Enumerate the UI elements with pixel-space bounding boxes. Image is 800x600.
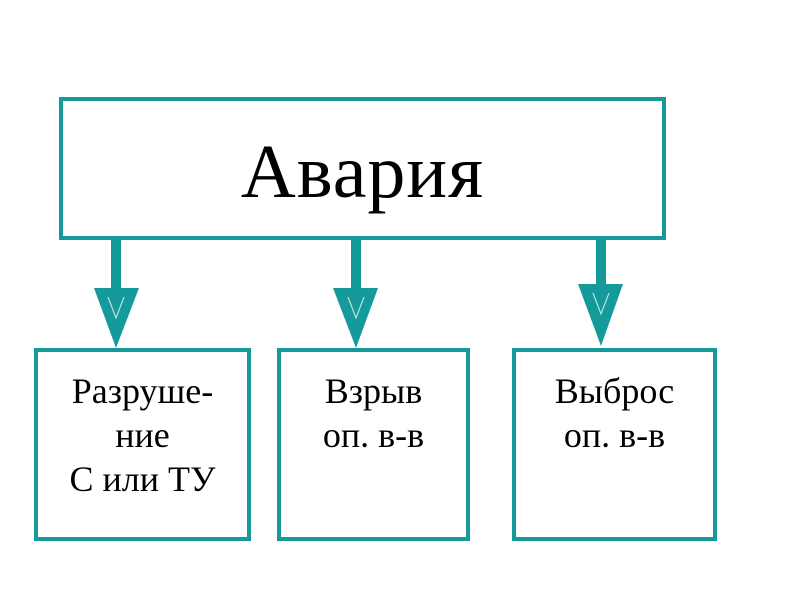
arrow-to-child-1 (94, 240, 139, 348)
arrow-shaft (351, 240, 361, 292)
child-node-line: ние (115, 414, 170, 455)
root-node-accident: Авария (59, 97, 666, 240)
arrow-to-child-3 (578, 236, 623, 346)
child-node-line: Взрыв (324, 371, 423, 411)
arrow-shaft (596, 236, 606, 288)
child-node-line: оп. в-в (563, 414, 666, 455)
child-node-line: Разруше- (71, 371, 214, 411)
child-node-line: Выброс (554, 371, 675, 411)
child-node-line: оп. в-в (322, 414, 425, 455)
arrow-shaft (111, 240, 121, 292)
child-node-explosion: Взрыв оп. в-в (277, 348, 470, 541)
arrow-head-highlight (107, 296, 125, 320)
arrow-head-highlight (347, 296, 365, 320)
child-node-destruction: Разруше- ние С или ТУ (34, 348, 251, 541)
arrow-head-highlight (592, 292, 610, 316)
root-node-label: Авария (240, 129, 485, 214)
child-node-line: С или ТУ (69, 458, 216, 499)
arrow-head (578, 284, 623, 346)
arrow-to-child-2 (333, 240, 378, 348)
child-node-release: Выброс оп. в-в (512, 348, 717, 541)
